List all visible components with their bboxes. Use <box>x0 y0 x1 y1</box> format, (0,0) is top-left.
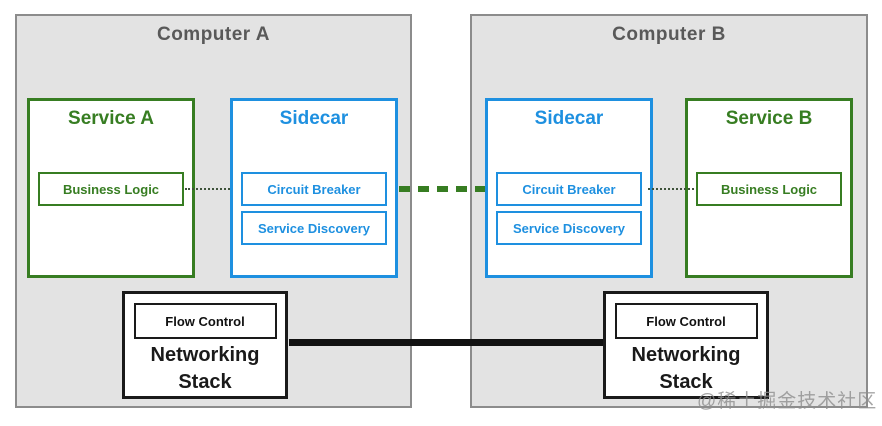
networking-stack-b-label-line1: Networking <box>631 344 741 366</box>
networking-stack-b-box: Flow Control Networking Stack <box>603 291 769 399</box>
sidecar-a-circuit-breaker-box: Circuit Breaker <box>241 172 387 206</box>
service-b-box: Service B Business Logic <box>685 98 853 278</box>
service-a-title: Service A <box>68 108 154 129</box>
sidecar-b-box: Sidecar Circuit Breaker Service Discover… <box>485 98 653 278</box>
networking-stack-a-box: Flow Control Networking Stack <box>122 291 288 399</box>
business-logic-to-sidecar-a-dotted-line <box>185 188 230 190</box>
service-a-business-logic-box: Business Logic <box>38 172 184 206</box>
service-a-box: Service A Business Logic <box>27 98 195 278</box>
computer-a-title: Computer A <box>156 24 271 45</box>
networking-stack-a-label-line2: Stack <box>178 371 232 393</box>
flow-control-b-box: Flow Control <box>614 303 758 339</box>
sidecar-b-title: Sidecar <box>534 108 604 129</box>
sidecar-a-box: Sidecar Circuit Breaker Service Discover… <box>230 98 398 278</box>
computer-b-title: Computer B <box>612 24 726 45</box>
network-link-line <box>289 339 605 346</box>
service-b-business-logic-box: Business Logic <box>696 172 842 206</box>
sidecar-b-to-business-logic-dotted-line <box>648 188 694 190</box>
sidecar-b-service-discovery-box: Service Discovery <box>496 211 642 245</box>
flow-control-a-box: Flow Control <box>133 303 277 339</box>
watermark-text: @稀土掘金技术社区 <box>697 391 878 412</box>
sidecar-a-service-discovery-box: Service Discovery <box>241 211 387 245</box>
networking-stack-b-label-line2: Stack <box>659 371 713 393</box>
networking-stack-a-label: Networking Stack <box>151 342 260 396</box>
service-b-title: Service B <box>725 108 813 129</box>
sidecar-b-circuit-breaker-box: Circuit Breaker <box>496 172 642 206</box>
sidecar-a-title: Sidecar <box>279 108 349 129</box>
networking-stack-a-label-line1: Networking <box>150 344 260 366</box>
networking-stack-b-label: Networking Stack <box>632 342 741 396</box>
computer-a-box: Computer A Service A Business Logic Side… <box>15 14 412 408</box>
sidecar-to-sidecar-dashed-line <box>399 186 485 192</box>
